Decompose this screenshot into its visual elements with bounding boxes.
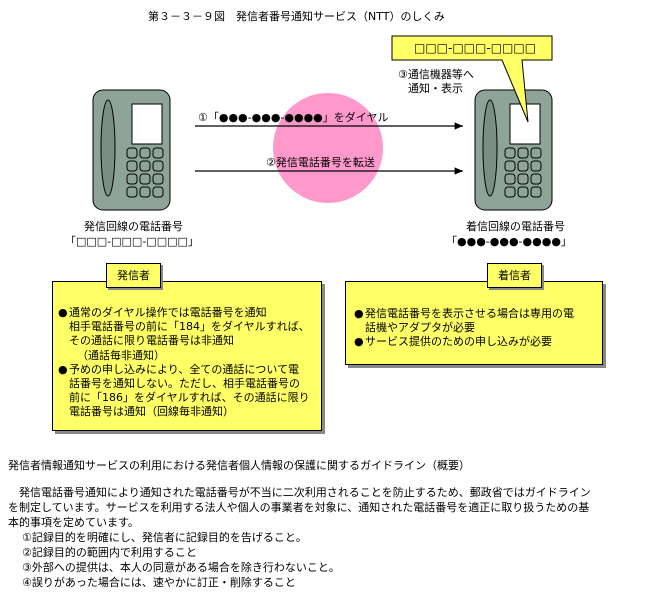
caller-bullet-2-line-1: ●予めの申し込みにより、全ての通話について電 (58, 362, 300, 376)
callee-phone-icon (474, 89, 553, 211)
callee-bullet-1-line-1: ●発信電話番号を表示させる場合は専用の電 (354, 307, 574, 320)
caller-bullet-1-line-3: その通話に限り電話番号は非通知 (69, 334, 234, 348)
guideline-item-2: ②記録目的の範囲内で利用すること (22, 546, 197, 559)
callee-info-box (345, 281, 603, 365)
caller-bullet-2-line-4: 電話番号は通知（回線毎非通知） (69, 405, 234, 419)
guideline-item-4: ④誤りがあった場合には、速やかに訂正・削除すること (22, 576, 296, 589)
guideline-item-1: ①記録目的を明確にし、発信者に記録目的を告げること。 (22, 531, 307, 544)
caller-line-number: 「□□□-□□□-□□□□」 (65, 235, 199, 248)
callee-bullet-1-line-2: 話機やアダプタが必要 (365, 321, 475, 335)
caller-info-box (52, 281, 322, 431)
step3-label-2: 通知・表示 (408, 82, 463, 95)
caller-bullets: ●通常のダイヤル操作では電話番号を通知 相手電話番号の前に「184」をダイヤルす… (58, 306, 310, 420)
callee-line-label: 着信回線の電話番号 (466, 220, 565, 233)
caller-tag: 発信者 (106, 263, 161, 288)
bullet-icon: ● (354, 307, 364, 320)
caller-bullet-2-line-2: 話番号を通知しない。ただし、相手電話番号の (69, 377, 300, 391)
caller-phone-icon (92, 89, 171, 211)
bullet-icon: ● (58, 362, 68, 376)
figure-title: 第３－３－９図 発信者番号通知サービス（NTT）のしくみ (148, 10, 445, 23)
guideline-body-1: 発信電話番号通知により通知された電話番号が不当に二次利用されることを防止するため… (8, 486, 591, 499)
diagram-graphic (92, 35, 553, 281)
callee-bullets: ●発信電話番号を表示させる場合は専用の電 話機やアダプタが必要 ●サービス提供の… (354, 307, 574, 350)
display-number: □□□-□□□-□□□□ (414, 41, 537, 55)
guideline-heading: 発信者情報通知サービスの利用における発信者個人情報の保護に関するガイドライン（概… (8, 459, 470, 472)
caller-bullet-1-note: （通話毎非通知） (77, 348, 165, 362)
step3-label-1: ③通信機器等へ (398, 68, 474, 81)
guideline-item-3: ③外部への提供は、本人の同意がある場合を除き行わないこと。 (22, 561, 340, 574)
bullet-icon: ● (354, 335, 364, 349)
caller-bullet-1-line-1: ●通常のダイヤル操作では電話番号を通知 (58, 306, 267, 319)
guideline-section: 発信者情報通知サービスの利用における発信者個人情報の保護に関するガイドライン（概… (8, 458, 591, 590)
network-circle (273, 93, 383, 203)
caller-bullet-2-line-3: 前に「186」をダイヤルすれば、その通話に限り (69, 391, 310, 405)
step2-label: ②発信電話番号を転送 (266, 156, 375, 169)
guideline-body-3: 本的事項を定めています。 (8, 516, 139, 529)
display-callout (391, 35, 553, 123)
step1-label: ①「●●●-●●●-●●●●」をダイヤル (198, 111, 389, 124)
bullet-icon: ● (58, 306, 68, 319)
caller-line-label: 発信回線の電話番号 (84, 220, 183, 233)
callee-line-number: 「●●●-●●●-●●●●」 (446, 235, 572, 248)
guideline-body-2: を制定しています。サービスを利用する法人や個人の事業者を対象に、通知された電話番… (8, 501, 590, 514)
caller-bullet-1-line-2: 相手電話番号の前に「184」をダイヤルすれば、 (69, 320, 310, 334)
callee-bullet-2-line-1: ●サービス提供のための申し込みが必要 (354, 335, 552, 349)
callee-tag: 着信者 (487, 263, 542, 288)
